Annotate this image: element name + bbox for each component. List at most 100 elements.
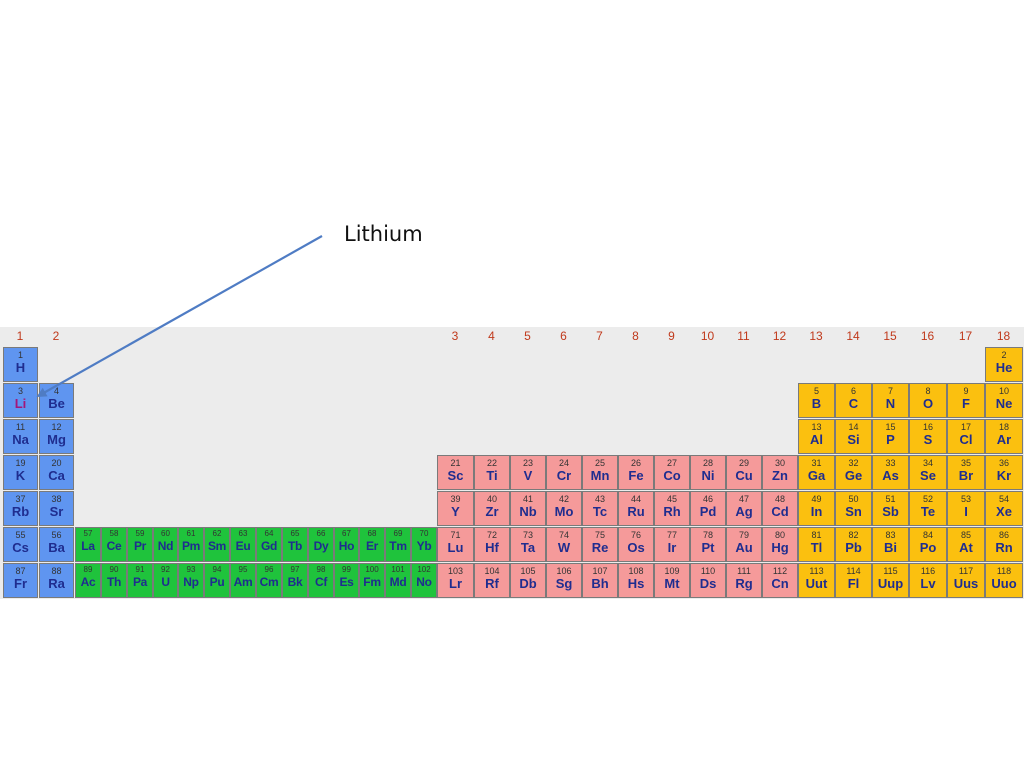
element-cell-k[interactable]: 19K [3,455,38,490]
element-cell-tl[interactable]: 81Tl [798,527,835,562]
element-cell-ge[interactable]: 32Ge [835,455,872,490]
element-cell-rn[interactable]: 86Rn [985,527,1023,562]
element-cell-pd[interactable]: 46Pd [690,491,726,526]
element-cell-br[interactable]: 35Br [947,455,985,490]
element-cell-ru[interactable]: 44Ru [618,491,654,526]
element-cell-co[interactable]: 27Co [654,455,690,490]
element-cell-pr[interactable]: 59Pr [127,527,153,562]
element-cell-sn[interactable]: 50Sn [835,491,872,526]
element-cell-eu[interactable]: 63Eu [230,527,256,562]
element-cell-h[interactable]: 1H [3,347,38,382]
element-cell-ar[interactable]: 18Ar [985,419,1023,454]
element-cell-yb[interactable]: 70Yb [411,527,437,562]
element-cell-rf[interactable]: 104Rf [474,563,510,598]
element-cell-po[interactable]: 84Po [909,527,947,562]
element-cell-v[interactable]: 23V [510,455,546,490]
element-cell-ca[interactable]: 20Ca [39,455,74,490]
element-cell-u[interactable]: 92U [153,563,178,598]
element-cell-cr[interactable]: 24Cr [546,455,582,490]
element-cell-at[interactable]: 85At [947,527,985,562]
element-cell-ir[interactable]: 77Ir [654,527,690,562]
element-cell-tm[interactable]: 69Tm [385,527,411,562]
element-cell-ac[interactable]: 89Ac [75,563,101,598]
element-cell-sm[interactable]: 62Sm [204,527,230,562]
element-cell-ag[interactable]: 47Ag [726,491,762,526]
element-cell-mg[interactable]: 12Mg [39,419,74,454]
element-cell-rb[interactable]: 37Rb [3,491,38,526]
element-cell-cs[interactable]: 55Cs [3,527,38,562]
element-cell-bi[interactable]: 83Bi [872,527,909,562]
element-cell-tb[interactable]: 65Tb [282,527,308,562]
element-cell-pm[interactable]: 61Pm [178,527,204,562]
element-cell-er[interactable]: 68Er [359,527,385,562]
element-cell-mn[interactable]: 25Mn [582,455,618,490]
element-cell-cm[interactable]: 96Cm [256,563,282,598]
element-cell-cl[interactable]: 17Cl [947,419,985,454]
element-cell-rh[interactable]: 45Rh [654,491,690,526]
element-cell-pu[interactable]: 94Pu [204,563,230,598]
element-cell-kr[interactable]: 36Kr [985,455,1023,490]
element-cell-te[interactable]: 52Te [909,491,947,526]
element-cell-tc[interactable]: 43Tc [582,491,618,526]
element-cell-ga[interactable]: 31Ga [798,455,835,490]
element-cell-ta[interactable]: 73Ta [510,527,546,562]
element-cell-nd[interactable]: 60Nd [153,527,178,562]
element-cell-fe[interactable]: 26Fe [618,455,654,490]
element-cell-gd[interactable]: 64Gd [256,527,282,562]
element-cell-ba[interactable]: 56Ba [39,527,74,562]
element-cell-mt[interactable]: 109Mt [654,563,690,598]
element-cell-as[interactable]: 33As [872,455,909,490]
element-cell-fr[interactable]: 87Fr [3,563,38,598]
element-cell-np[interactable]: 93Np [178,563,204,598]
element-cell-sg[interactable]: 106Sg [546,563,582,598]
element-cell-na[interactable]: 11Na [3,419,38,454]
element-cell-sc[interactable]: 21Sc [437,455,474,490]
element-cell-hs[interactable]: 108Hs [618,563,654,598]
element-cell-fm[interactable]: 100Fm [359,563,385,598]
element-cell-ce[interactable]: 58Ce [101,527,127,562]
element-cell-uus[interactable]: 117Uus [947,563,985,598]
element-cell-he[interactable]: 2He [985,347,1023,382]
element-cell-li[interactable]: 3Li [3,383,38,418]
element-cell-nb[interactable]: 41Nb [510,491,546,526]
element-cell-hf[interactable]: 72Hf [474,527,510,562]
element-cell-es[interactable]: 99Es [334,563,359,598]
element-cell-i[interactable]: 53I [947,491,985,526]
element-cell-zr[interactable]: 40Zr [474,491,510,526]
element-cell-s[interactable]: 16S [909,419,947,454]
element-cell-md[interactable]: 101Md [385,563,411,598]
element-cell-sr[interactable]: 38Sr [39,491,74,526]
element-cell-hg[interactable]: 80Hg [762,527,798,562]
element-cell-w[interactable]: 74W [546,527,582,562]
element-cell-bk[interactable]: 97Bk [282,563,308,598]
element-cell-be[interactable]: 4Be [39,383,74,418]
element-cell-xe[interactable]: 54Xe [985,491,1023,526]
element-cell-no[interactable]: 102No [411,563,437,598]
element-cell-au[interactable]: 79Au [726,527,762,562]
element-cell-c[interactable]: 6C [835,383,872,418]
element-cell-os[interactable]: 76Os [618,527,654,562]
element-cell-lu[interactable]: 71Lu [437,527,474,562]
element-cell-ds[interactable]: 110Ds [690,563,726,598]
element-cell-ti[interactable]: 22Ti [474,455,510,490]
element-cell-cd[interactable]: 48Cd [762,491,798,526]
element-cell-si[interactable]: 14Si [835,419,872,454]
element-cell-uuo[interactable]: 118Uuo [985,563,1023,598]
element-cell-p[interactable]: 15P [872,419,909,454]
element-cell-la[interactable]: 57La [75,527,101,562]
element-cell-y[interactable]: 39Y [437,491,474,526]
element-cell-se[interactable]: 34Se [909,455,947,490]
element-cell-lr[interactable]: 103Lr [437,563,474,598]
element-cell-pb[interactable]: 82Pb [835,527,872,562]
element-cell-mo[interactable]: 42Mo [546,491,582,526]
element-cell-b[interactable]: 5B [798,383,835,418]
element-cell-db[interactable]: 105Db [510,563,546,598]
element-cell-f[interactable]: 9F [947,383,985,418]
element-cell-n[interactable]: 7N [872,383,909,418]
element-cell-uut[interactable]: 113Uut [798,563,835,598]
element-cell-fl[interactable]: 114Fl [835,563,872,598]
element-cell-th[interactable]: 90Th [101,563,127,598]
element-cell-cf[interactable]: 98Cf [308,563,334,598]
element-cell-re[interactable]: 75Re [582,527,618,562]
element-cell-ho[interactable]: 67Ho [334,527,359,562]
